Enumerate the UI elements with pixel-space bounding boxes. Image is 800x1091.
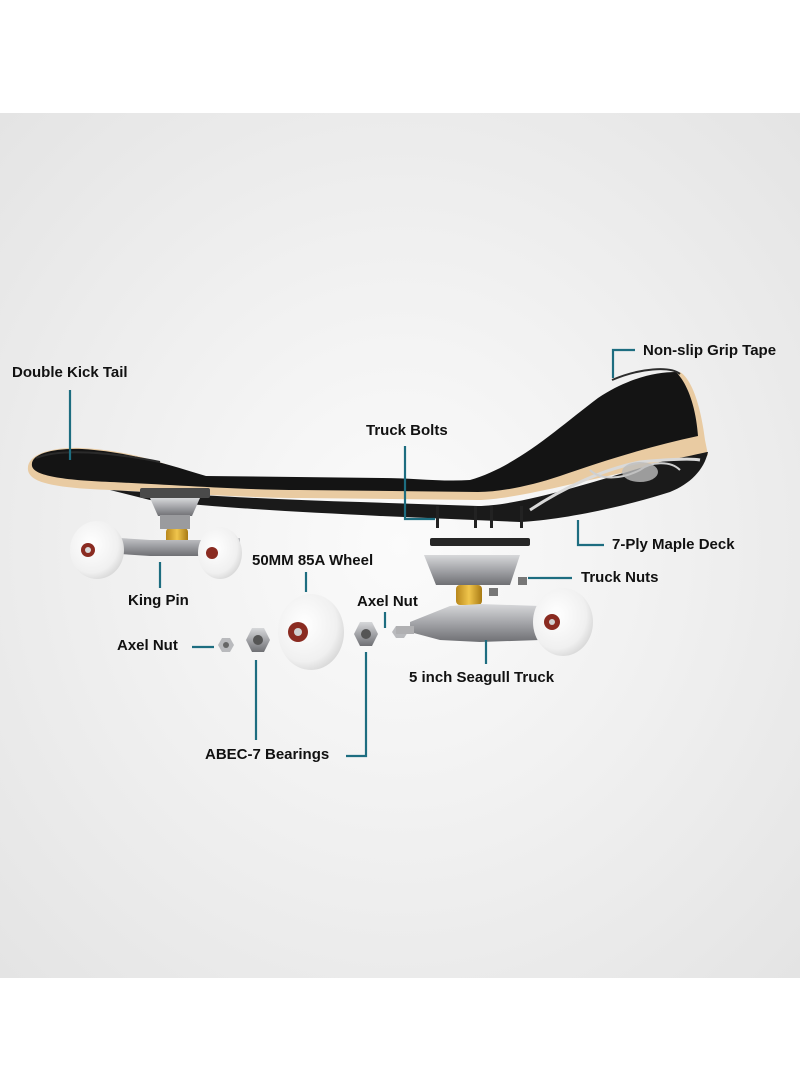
right-bushing [456, 585, 482, 605]
skateboard-deck [27, 368, 709, 522]
right-axle [396, 626, 414, 634]
label-wheel: 50MM 85A Wheel [252, 552, 374, 569]
truck-bolts-group [430, 506, 530, 546]
truck-nut-1 [518, 577, 527, 585]
left-truck-base [150, 498, 200, 516]
left-truck-assembly [70, 488, 242, 579]
left-rear-wheel [198, 527, 242, 579]
truck-nut-2 [489, 588, 498, 596]
label-bearings: ABEC-7 Bearings [205, 746, 330, 763]
left-front-wheel [70, 521, 124, 579]
label-double-kick-tail: Double Kick Tail [12, 364, 128, 381]
label-axel-nut-left: Axel Nut [117, 637, 178, 654]
label-king-pin: King Pin [128, 592, 189, 609]
right-truck-assembly [396, 555, 593, 656]
riser-pad [430, 538, 530, 546]
label-truck-nuts: Truck Nuts [581, 569, 659, 586]
leader-grip-tape [611, 348, 635, 378]
label-seagull-truck: 5 inch Seagull Truck [409, 669, 555, 686]
right-truck-hanger [410, 604, 560, 642]
right-truck-baseplate [424, 555, 520, 585]
leader-maple-deck [576, 520, 604, 547]
left-rear-wheel-core [206, 547, 218, 559]
deck-graphic [110, 452, 708, 522]
right-wheel [533, 588, 593, 656]
kick-tail-edge [35, 451, 161, 463]
label-non-slip-grip-tape: Non-slip Grip Tape [643, 342, 777, 359]
grip-tape-edge [611, 368, 681, 381]
label-axel-nut-right: Axel Nut [357, 593, 418, 610]
leader-bearings-right [346, 652, 368, 758]
leader-lines [68, 348, 635, 758]
label-maple-deck: 7-Ply Maple Deck [612, 536, 735, 553]
grip-tape [31, 372, 698, 492]
loose-wheel [278, 594, 344, 670]
leader-truck-bolts [403, 446, 435, 521]
deck-graphic-face [622, 462, 658, 482]
left-kingpin-block [160, 515, 190, 529]
left-baseplate [140, 488, 210, 498]
label-truck-bolts: Truck Bolts [366, 422, 448, 439]
